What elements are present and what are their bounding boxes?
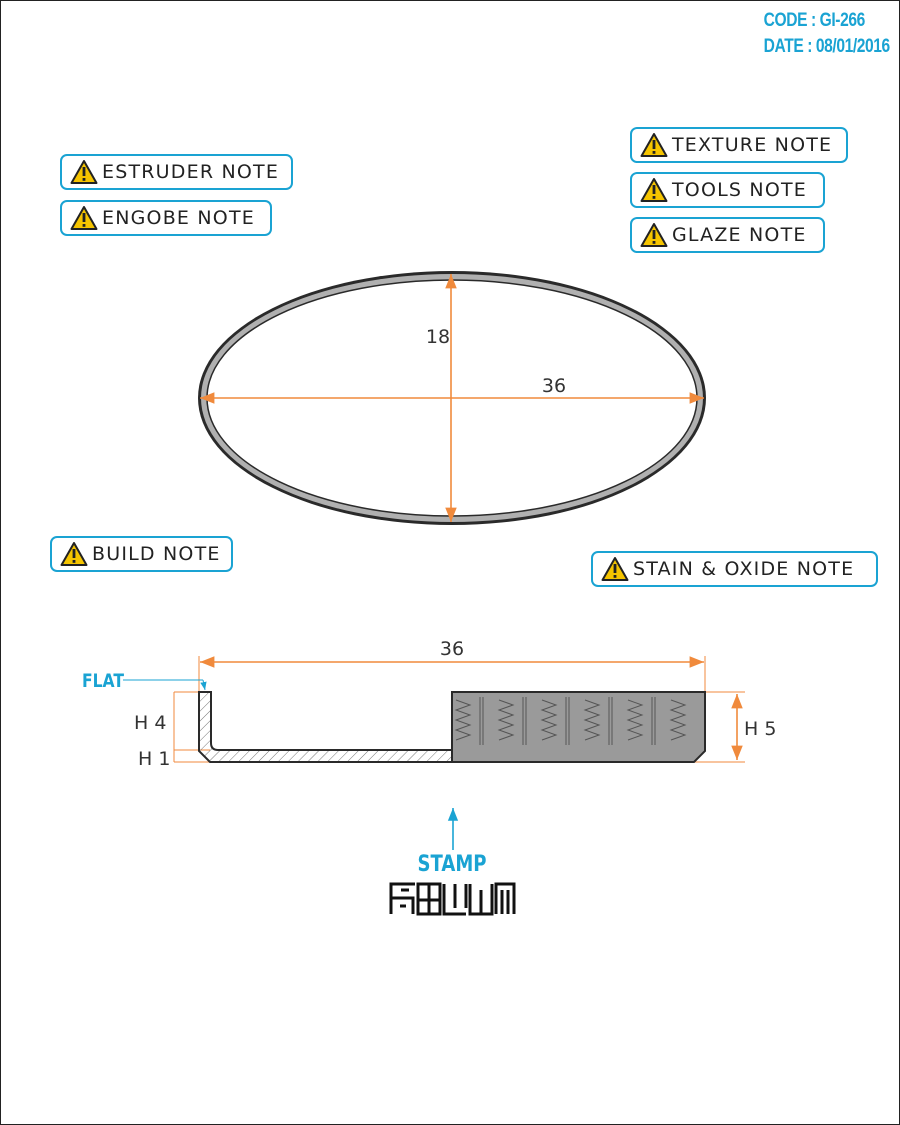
stain-oxide-note-button[interactable]: STAIN & OXIDE NOTE: [591, 551, 878, 587]
tools-note-label: TOOLS NOTE: [672, 179, 807, 201]
engobe-note-label: ENGOBE NOTE: [102, 207, 255, 229]
warning-triangle-icon: [70, 160, 98, 184]
code-label: CODE : GI-266: [763, 10, 866, 31]
warning-triangle-icon: [601, 557, 629, 581]
glaze-note-label: GLAZE NOTE: [672, 224, 807, 246]
warning-triangle-icon: [640, 178, 668, 202]
engobe-note-button[interactable]: ENGOBE NOTE: [60, 200, 272, 236]
build-note-label: BUILD NOTE: [92, 543, 221, 565]
warning-triangle-icon: [70, 206, 98, 230]
date-label: DATE : 08/01/2016: [763, 36, 891, 57]
build-note-button[interactable]: BUILD NOTE: [50, 536, 233, 572]
tools-note-button[interactable]: TOOLS NOTE: [630, 172, 825, 208]
glaze-note-button[interactable]: GLAZE NOTE: [630, 217, 825, 253]
estruder-note-label: ESTRUDER NOTE: [102, 161, 280, 183]
warning-triangle-icon: [640, 223, 668, 247]
stain-oxide-note-label: STAIN & OXIDE NOTE: [633, 558, 855, 580]
warning-triangle-icon: [60, 542, 88, 566]
warning-triangle-icon: [640, 133, 668, 157]
estruder-note-button[interactable]: ESTRUDER NOTE: [60, 154, 293, 190]
texture-note-label: TEXTURE NOTE: [672, 134, 833, 156]
texture-note-button[interactable]: TEXTURE NOTE: [630, 127, 848, 163]
header-meta: CODE : GI-266 DATE : 08/01/2016: [763, 8, 891, 60]
